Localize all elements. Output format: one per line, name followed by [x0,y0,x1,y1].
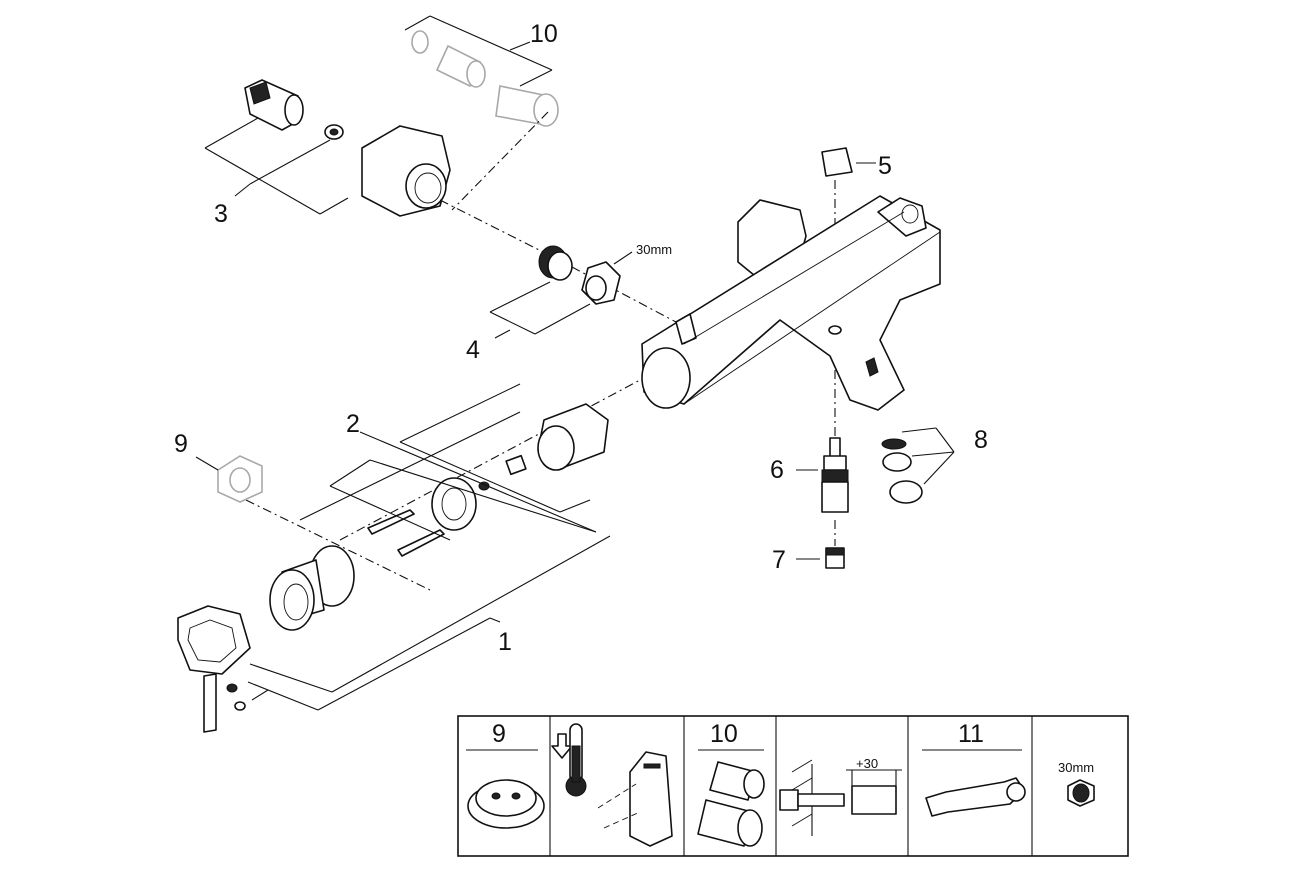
callout-1: 1 [498,628,512,656]
nut-size-label: 30mm [636,242,672,257]
table-label-9: 9 [492,720,506,748]
axis-line [245,499,431,591]
axis-line [339,379,641,541]
table-cell-9: 9 [466,720,545,829]
part-3-connector [204,79,349,215]
table-cell-11: 11 [922,720,1026,817]
part-2-cartridge [299,383,609,557]
accessory-table: 9 10 [457,715,1129,857]
table-cell-extension: +30 [779,756,902,836]
mixer-body [641,195,941,411]
extension-label: +30 [856,756,878,771]
callout-7: 7 [772,546,786,574]
axis-line [439,199,556,259]
part-9-adapter [195,455,263,503]
part-4-check-valve [489,245,633,339]
table-cell-nut: 30mm [1058,760,1095,807]
callout-4: 4 [466,336,480,364]
nut-cell-label: 30mm [1058,760,1094,775]
handle-sleeve [269,545,355,631]
callout-5: 5 [878,152,892,180]
temperature-handle [177,535,611,733]
callout-2: 2 [346,410,360,438]
part-6-diverter [796,437,849,513]
table-cell-temperature [551,723,673,847]
wall-escutcheon [361,125,451,217]
table-label-10: 10 [710,720,738,748]
callout-9: 9 [174,430,188,458]
callout-8: 8 [974,426,988,454]
axis-line [554,257,677,323]
table-cell-10: 10 [697,720,765,847]
callout-6: 6 [770,456,784,484]
callout-10: 10 [530,20,558,48]
callout-3: 3 [214,200,228,228]
part-8-aerator [881,427,955,504]
part-5-cap [821,147,876,177]
part-10-extension-set [404,15,559,127]
table-label-11: 11 [958,720,984,748]
part-7-cap [796,547,845,569]
axis-line [451,111,549,211]
